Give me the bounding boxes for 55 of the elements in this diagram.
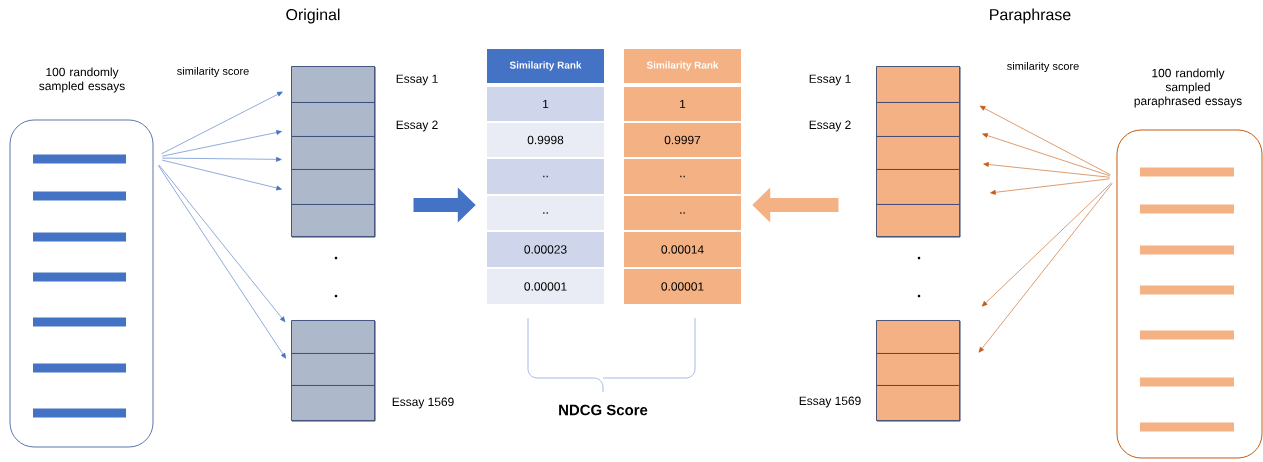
table-cell: .. bbox=[624, 159, 741, 194]
arrow bbox=[983, 162, 1110, 178]
essay-cell bbox=[876, 136, 960, 170]
essay-cell bbox=[876, 320, 960, 354]
annotation-text: similarity score bbox=[1007, 61, 1079, 73]
column-title: Original bbox=[286, 8, 340, 24]
essay-cell bbox=[291, 320, 375, 354]
essay-cell bbox=[291, 169, 375, 205]
table-cell: .. bbox=[487, 159, 604, 194]
arrow bbox=[978, 183, 1113, 353]
essay-cell bbox=[876, 169, 960, 205]
heading-text: 100 randomly sampled paraphrased essays bbox=[1134, 68, 1242, 108]
arrow bbox=[981, 182, 1112, 307]
arrow bbox=[158, 164, 286, 323]
essay-cell bbox=[876, 353, 960, 386]
essay-label: Essay 2 bbox=[396, 120, 438, 132]
essay-cell bbox=[291, 136, 375, 170]
arrow bbox=[990, 178, 1110, 195]
table-cell: 0.00014 bbox=[624, 232, 741, 267]
table-cell: 1 bbox=[624, 87, 741, 121]
table-header: Similarity Rank bbox=[624, 49, 741, 83]
table-cell: .. bbox=[487, 196, 604, 230]
node-label: 1 bbox=[680, 99, 686, 109]
essay-label: Essay 1 bbox=[809, 74, 851, 86]
essay-label: Essay 2 bbox=[809, 120, 851, 132]
table-cell: 0.9998 bbox=[487, 123, 604, 157]
essay-cell bbox=[291, 353, 375, 386]
essay-cell bbox=[291, 204, 375, 237]
heading-text: 100 randomly sampled essays bbox=[39, 67, 125, 93]
node-label: 0.00014 bbox=[661, 245, 704, 254]
table-cell: 0.00023 bbox=[487, 232, 604, 267]
arrow bbox=[982, 133, 1111, 177]
arrow bbox=[158, 165, 287, 359]
arrow bbox=[161, 159, 282, 191]
arrow bbox=[161, 130, 282, 157]
node-label: 0.00001 bbox=[661, 282, 704, 291]
table-cell: 0.00001 bbox=[487, 269, 604, 304]
arrow bbox=[979, 105, 1111, 176]
node-label: 0.9997 bbox=[664, 135, 701, 145]
node-label: .. bbox=[680, 212, 685, 214]
table-header: Similarity Rank bbox=[487, 49, 604, 83]
score-label: NDCG Score bbox=[559, 404, 648, 416]
arrow bbox=[162, 156, 282, 162]
essay-label: Essay 1569 bbox=[392, 397, 454, 409]
column-title: Paraphrase bbox=[990, 8, 1071, 24]
essay-label: Essay 1 bbox=[396, 74, 438, 86]
arrow bbox=[161, 91, 283, 155]
essay-label: Essay 1569 bbox=[799, 396, 861, 408]
table-cell: 1 bbox=[487, 87, 604, 121]
annotation-text: similarity score bbox=[177, 66, 249, 78]
essay-cell bbox=[876, 204, 960, 237]
table-cell: 0.9997 bbox=[624, 123, 741, 157]
table-cell: .. bbox=[624, 196, 741, 230]
table-cell: 0.00001 bbox=[624, 269, 741, 304]
node-label: .. bbox=[680, 175, 685, 178]
